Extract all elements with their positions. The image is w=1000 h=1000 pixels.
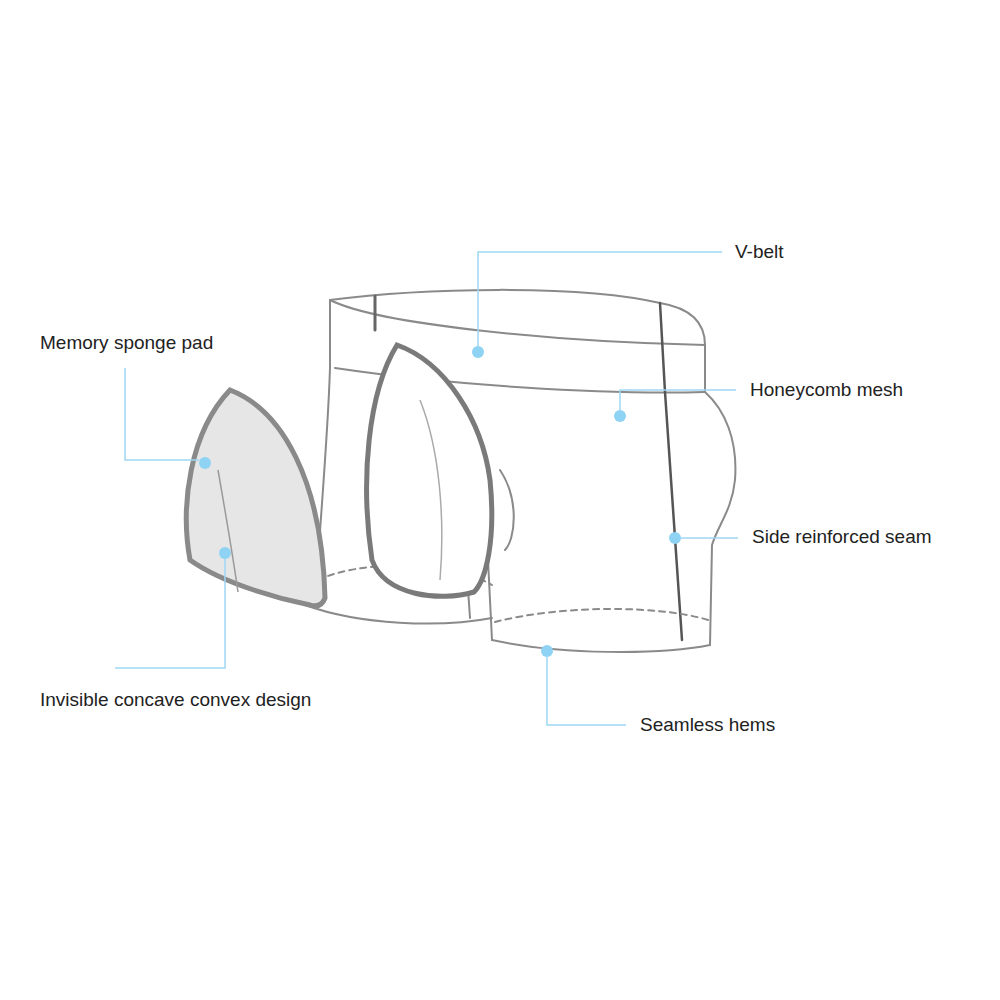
- part-label: Side reinforced seam: [750, 525, 934, 549]
- part-label: Seamless hems: [638, 713, 777, 737]
- part-label: Memory sponge pad: [38, 331, 215, 355]
- part-label: Invisible concave convex design: [38, 688, 313, 712]
- part-label: V-belt: [733, 240, 786, 264]
- part-label: Honeycomb mesh: [748, 378, 905, 402]
